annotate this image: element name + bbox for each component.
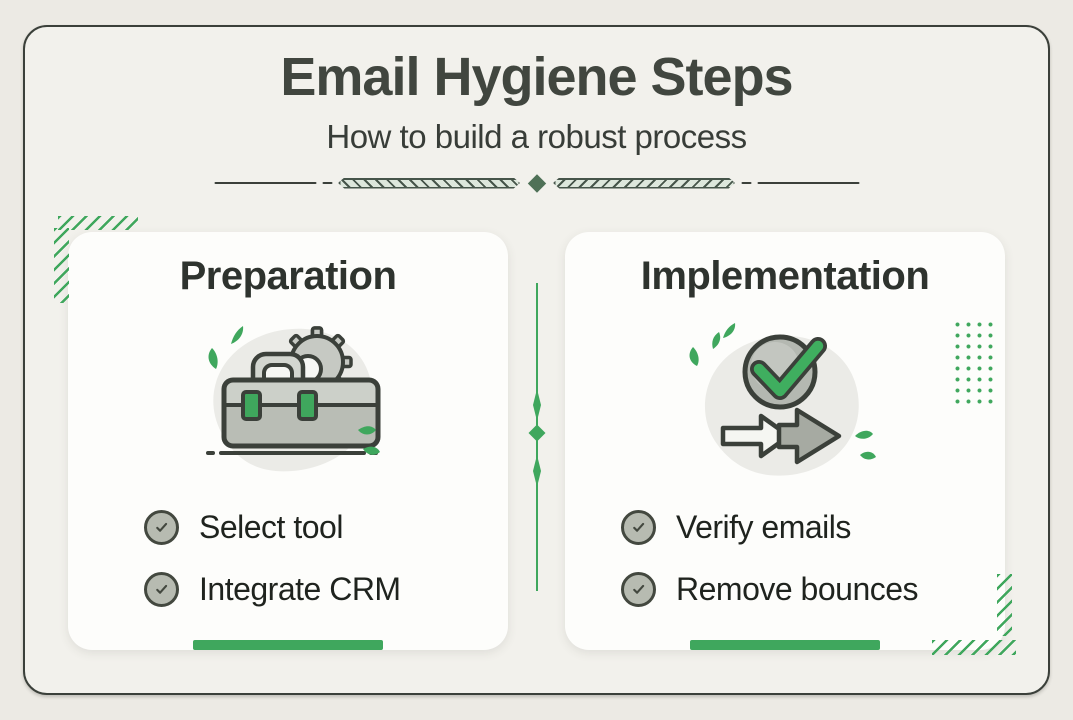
page-subtitle: How to build a robust process — [326, 118, 747, 155]
check-label: Remove bounces — [676, 570, 919, 607]
divider-dash-right — [741, 181, 751, 185]
title-divider-ornament — [214, 173, 859, 193]
check-circle-icon — [144, 571, 179, 607]
check-arrows-illustration — [689, 323, 876, 476]
hatch-bar-right-icon — [553, 177, 735, 189]
check-label: Integrate CRM — [199, 570, 401, 607]
check-label: Verify emails — [676, 508, 851, 545]
splash-icon — [208, 326, 380, 455]
dots-grid-icon — [951, 318, 993, 404]
check-circle-icon — [621, 571, 656, 607]
toolbox-gear-illustration — [206, 326, 381, 472]
card-heading-preparation: Preparation — [179, 254, 397, 298]
checklist-implementation: Verify emails Remove bounces — [621, 508, 919, 608]
list-item: Remove bounces — [621, 570, 919, 608]
hatch-corner-top-left-icon — [54, 228, 69, 303]
check-circle-icon — [144, 509, 179, 545]
checklist-preparation: Select tool Integrate CRM — [144, 508, 401, 608]
card-heading-implementation: Implementation — [640, 254, 930, 298]
divider-dash-left — [322, 181, 332, 185]
page-title: Email Hygiene Steps — [280, 47, 793, 107]
vertical-divider-ornament — [528, 283, 546, 591]
card-implementation: Implementation — [565, 232, 1005, 650]
hatch-bar-left-icon — [338, 177, 520, 189]
divider-line-right — [757, 181, 859, 185]
divider-line-left — [214, 181, 316, 185]
check-circle-icon — [621, 509, 656, 545]
check-circle-illustration-icon — [742, 334, 827, 410]
splash-icon — [689, 323, 876, 460]
list-item: Verify emails — [621, 508, 918, 546]
hatch-corner-bottom-right-icon — [932, 640, 1016, 655]
card-accent-bar — [193, 640, 383, 650]
diamond-icon — [527, 173, 546, 193]
hatch-corner-top-left-icon — [58, 216, 138, 230]
arrows-icon — [720, 407, 842, 465]
check-label: Select tool — [199, 508, 343, 545]
list-item: Integrate CRM — [144, 570, 401, 608]
hatch-corner-bottom-right-icon — [997, 574, 1012, 636]
list-item: Select tool — [144, 508, 401, 546]
card-preparation: Preparation — [68, 232, 508, 650]
card-accent-bar — [690, 640, 880, 650]
